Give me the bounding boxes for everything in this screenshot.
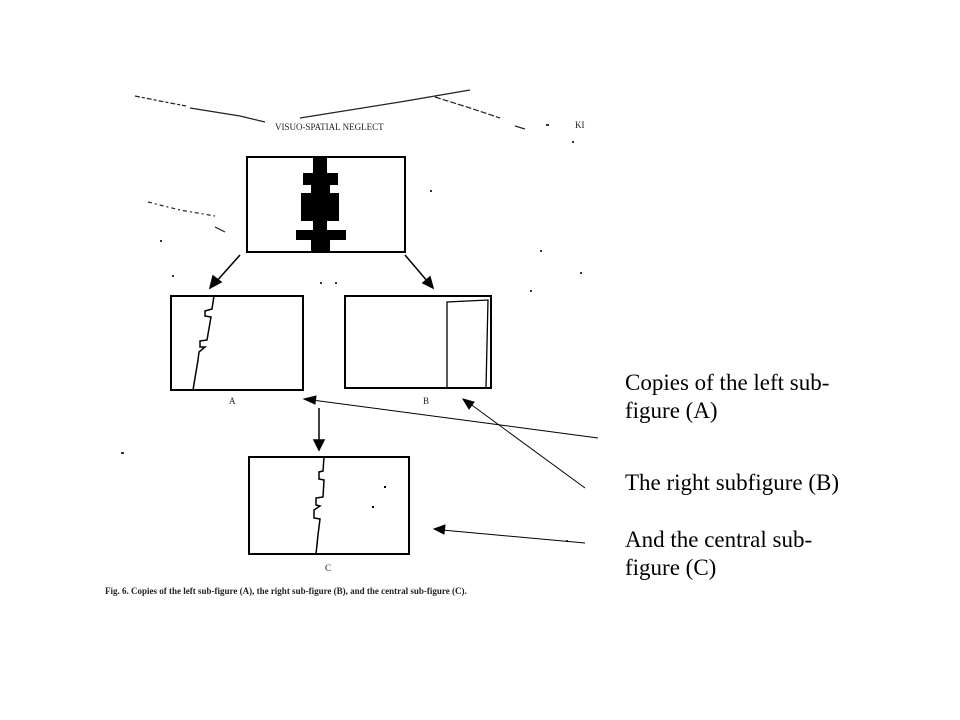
callout-a-line2: figure (A) <box>625 398 718 423</box>
subfigure-c-box <box>248 456 410 555</box>
subfigure-b-box <box>344 295 492 389</box>
scan-header: VISUO-SPATIAL NEGLECT <box>275 122 384 132</box>
callout-a: Copies of the left sub- figure (A) <box>625 369 829 425</box>
scan-noise <box>134 89 526 233</box>
callout-c-line2: figure (C) <box>625 555 717 580</box>
scan-page-number: KI <box>575 120 585 130</box>
pointer-c-head <box>432 524 446 535</box>
subfigure-c: C <box>248 456 410 573</box>
callout-a-line1: Copies of the left sub- <box>625 370 830 395</box>
pointer-a <box>311 399 599 439</box>
subfigure-b-drawing <box>446 299 489 389</box>
scan-specks <box>121 124 582 542</box>
callout-pointers <box>302 395 599 544</box>
figure-caption: Fig. 6. Copies of the left sub-figure (A… <box>105 586 467 596</box>
pointer-b-head <box>461 398 475 410</box>
subfigure-a-box <box>170 295 304 391</box>
label-a: A <box>229 396 236 406</box>
subfigure-a-drawing <box>192 295 215 391</box>
subfigure-b: B <box>344 295 492 406</box>
subfigure-a: A <box>170 295 304 406</box>
callout-b: The right subfigure (B) <box>625 469 839 497</box>
callout-c: And the central sub- figure (C) <box>625 526 812 582</box>
pointer-b <box>468 402 586 489</box>
split-arrows <box>208 254 435 290</box>
subfigure-c-drawing <box>313 456 325 555</box>
model-figure <box>246 156 406 253</box>
down-arrow <box>312 408 326 452</box>
pointer-a-head <box>302 395 317 405</box>
pointer-c <box>441 529 586 544</box>
model-glyph <box>296 157 346 252</box>
callout-b-line1: The right subfigure (B) <box>625 470 839 495</box>
callout-c-line1: And the central sub- <box>625 527 813 552</box>
label-b: B <box>423 396 429 406</box>
label-c: C <box>325 563 331 573</box>
